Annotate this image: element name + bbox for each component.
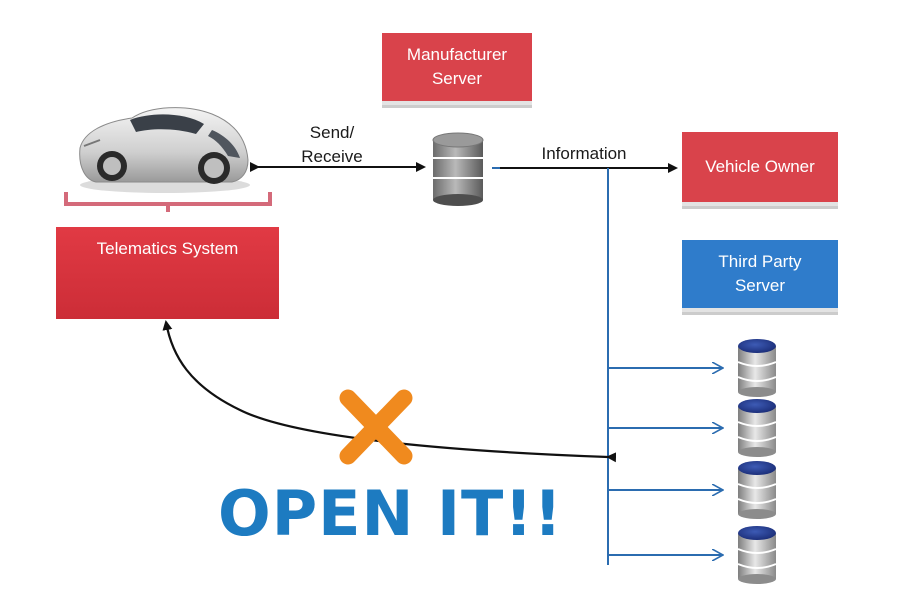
database-icon (737, 399, 777, 457)
vehicle-owner-label: Vehicle Owner (705, 157, 815, 176)
database-icon (737, 339, 777, 397)
vehicle-owner-box: Vehicle Owner (682, 132, 838, 202)
distribution-branches (608, 339, 777, 584)
sports-car-icon (79, 107, 250, 193)
telematics-system-label: Telematics System (96, 239, 239, 258)
database-server-icon (432, 132, 484, 206)
send-receive-label: Send/ Receive (301, 123, 363, 166)
telematics-system-box: Telematics System (56, 227, 279, 319)
database-icon (737, 461, 777, 519)
third-party-server-box: Third Party Server (682, 240, 838, 308)
blocked-access-arrow (162, 320, 617, 463)
database-icon (737, 526, 777, 584)
open-it-headline: OPEN IT!! (218, 477, 563, 550)
manufacturer-server-box: Manufacturer Server (382, 33, 532, 101)
system-bracket (64, 192, 272, 212)
manufacturer-server-label: Manufacturer Server (406, 45, 508, 88)
cross-mark-icon (339, 389, 413, 465)
third-party-server-label: Third Party Server (718, 252, 802, 295)
information-label: Information (541, 144, 627, 163)
